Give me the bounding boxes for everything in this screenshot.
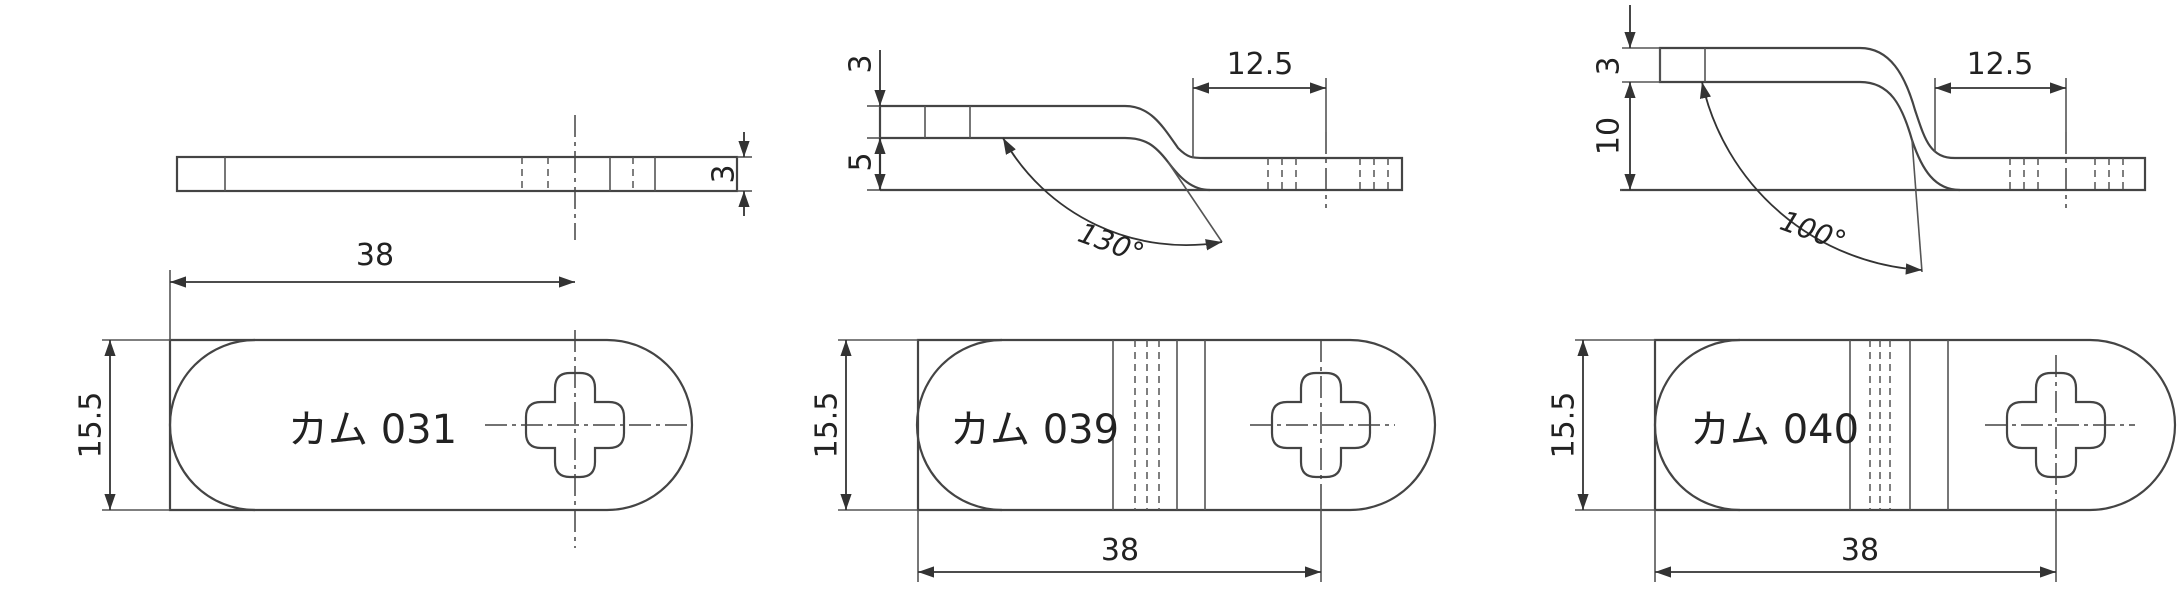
- cam-039-flat-dim: 12.5: [1227, 47, 1294, 82]
- cam-040-top-view: 15.5 38 カム 040: [1547, 338, 2177, 582]
- cam-040-cross-hole: [2005, 371, 2107, 479]
- cam-039-length-dim: 38: [1101, 533, 1139, 568]
- cam-040-plate-outline: [1653, 338, 2177, 512]
- cam-039-label: カム 039: [950, 407, 1119, 453]
- cam-039-offset-dim: 5: [844, 152, 879, 171]
- cam-040-label: カム 040: [1690, 407, 1859, 453]
- cam-031-top-view: 38 15.5 カム 031: [74, 238, 694, 548]
- cam-031-width-dim: 15.5: [74, 392, 109, 459]
- cam-031-bar-outline: [175, 155, 739, 193]
- cam-039-cross-hole: [1270, 371, 1372, 479]
- cam-040-width-dim: 15.5: [1547, 392, 1582, 459]
- cam-031-length-dim: 38: [356, 238, 394, 273]
- cam-031-cross-hole: [524, 371, 626, 479]
- part-cam-031: 3 38 15.5 カム 031: [74, 115, 752, 548]
- cam-040-angle-dim: 100°: [1776, 204, 1851, 258]
- cam-039-width-dim: 15.5: [810, 392, 845, 459]
- cam-039-thickness-dim: 3: [844, 54, 879, 73]
- cam-040-offset-dim: 10: [1592, 117, 1627, 155]
- cam-040-bar-outline: [1658, 46, 2147, 192]
- part-cam-040: 3 10 12.5 100°: [1547, 5, 2177, 582]
- cam-031-side-view: 3: [175, 115, 752, 240]
- cam-040-side-view: 3 10 12.5 100°: [1592, 5, 2147, 275]
- cam-039-top-view: 15.5 38 カム 039: [810, 338, 1437, 582]
- cam-040-length-dim: 38: [1841, 533, 1879, 568]
- cam-040-thickness-dim: 3: [1592, 56, 1627, 75]
- cam-040-flat-dim: 12.5: [1967, 47, 2034, 82]
- cam-031-label: カム 031: [288, 407, 457, 453]
- cam-039-plate-outline: [916, 338, 1437, 512]
- cam-031-plate-outline: [168, 338, 694, 512]
- cam-039-bar-outline: [878, 104, 1404, 192]
- cam-039-side-view: 3 5 12.5 130°: [844, 47, 1404, 270]
- cam-039-angle-dim: 130°: [1074, 216, 1149, 270]
- cam-031-thickness-dim: 3: [707, 164, 742, 183]
- part-cam-039: 3 5 12.5 130°: [810, 47, 1437, 582]
